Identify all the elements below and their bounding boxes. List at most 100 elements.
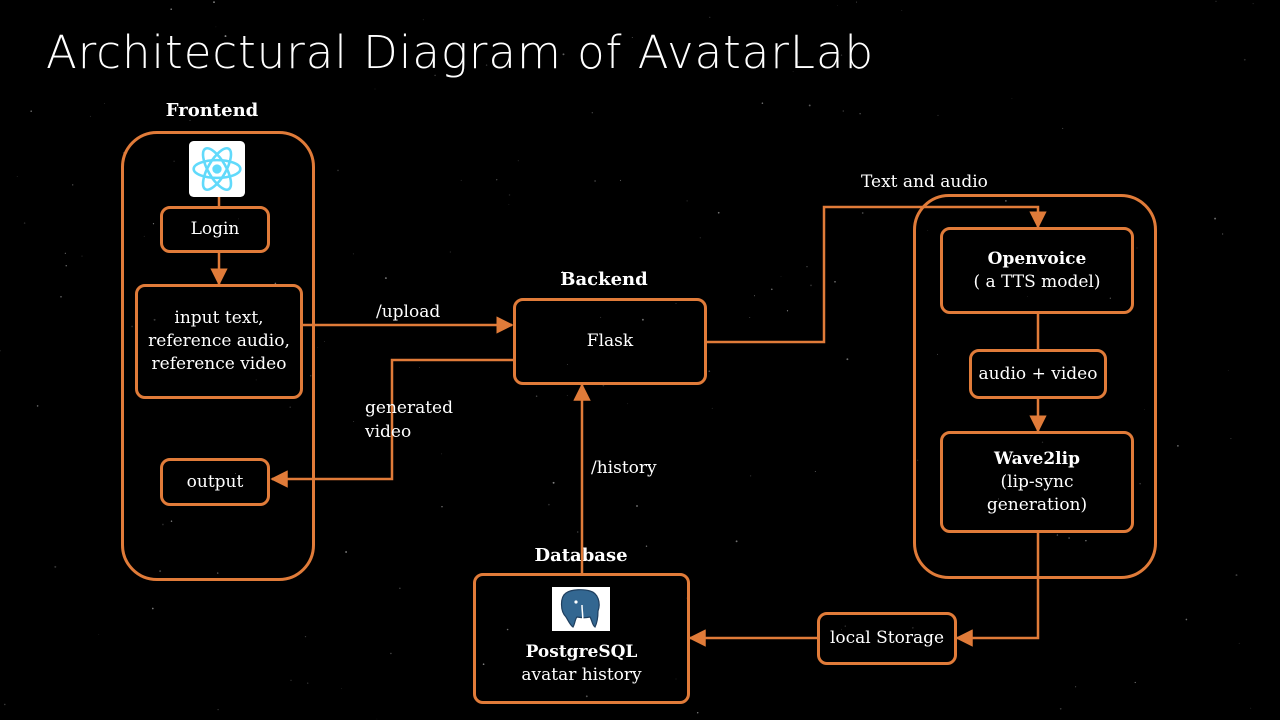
star-dot [1068, 537, 1070, 539]
star-dot [711, 407, 713, 409]
star-dot [98, 634, 100, 635]
star-dot [786, 310, 789, 312]
star-dot [60, 296, 62, 298]
wave2lip-to-storage-arrow [955, 531, 1040, 647]
star-dot [937, 114, 939, 116]
star-dot [844, 625, 846, 627]
output-label: output [186, 471, 244, 492]
star-dot [808, 104, 811, 107]
star-dot [834, 280, 836, 283]
audio-video-box: audio + video [969, 349, 1107, 399]
star-dot [859, 113, 861, 115]
star-dot [699, 237, 701, 239]
star-dot [304, 635, 307, 638]
wave2lip-box: Wave2lip (lip-sync generation) [940, 431, 1134, 533]
star-dot [1011, 97, 1013, 99]
star-dot [585, 695, 588, 698]
star-dot [577, 531, 579, 533]
star-dot [170, 8, 173, 11]
postgresql-elephant-icon [552, 587, 610, 631]
star-dot [1221, 233, 1224, 235]
star-dot [562, 53, 565, 56]
star-dot [384, 277, 387, 280]
star-dot [901, 10, 903, 11]
star-dot [561, 270, 564, 273]
star-dot [399, 587, 401, 589]
star-dot [846, 358, 849, 361]
star-dot [1238, 642, 1240, 644]
star-dot [535, 395, 538, 397]
login-label: Login [190, 219, 240, 239]
star-dot [1005, 200, 1007, 202]
backend-label: Backend [560, 269, 648, 290]
star-dot [434, 74, 436, 77]
model-pipeline-container [913, 194, 1157, 579]
star-dot [806, 266, 808, 268]
star-dot [376, 718, 378, 720]
star-dot [159, 570, 162, 573]
star-dot [770, 288, 773, 291]
star-dot [840, 54, 843, 56]
star-dot [686, 200, 688, 202]
star-dot [780, 276, 782, 278]
star-dot [552, 481, 555, 484]
star-dot [1227, 370, 1229, 371]
star-dot [307, 682, 309, 684]
local-storage-label: local Storage [829, 628, 945, 648]
star-dot [1144, 408, 1145, 410]
star-dot [619, 179, 622, 182]
star-dot [506, 628, 509, 631]
star-dot [594, 180, 596, 182]
star-dot [1230, 438, 1232, 440]
star-dot [30, 110, 32, 112]
star-dot [566, 364, 568, 365]
star-dot [255, 379, 257, 381]
star-dot [810, 284, 812, 287]
star-dot [735, 540, 738, 543]
star-dot [317, 347, 318, 349]
star-dot [1185, 618, 1188, 621]
star-dot [345, 551, 347, 553]
star-dot [496, 179, 498, 181]
star-dot [792, 71, 794, 72]
star-dot [310, 375, 312, 377]
star-dot [937, 353, 938, 355]
star-dot [508, 204, 510, 205]
star-dot [1134, 681, 1136, 684]
postgresql-box: PostgreSQL avatar history [473, 573, 690, 704]
star-dot [1059, 707, 1062, 710]
star-dot [290, 679, 292, 681]
star-dot [352, 253, 354, 255]
star-dot [131, 325, 133, 328]
star-dot [754, 295, 755, 297]
star-dot [422, 19, 424, 21]
star-dot [591, 112, 593, 114]
star-dot [16, 176, 18, 177]
star-dot [104, 103, 105, 104]
star-dot [1062, 127, 1064, 129]
output-box: output [160, 458, 270, 506]
star-dot [36, 405, 39, 407]
star-dot [627, 403, 629, 405]
star-dot [1252, 3, 1254, 5]
star-dot [1215, 0, 1217, 2]
flask-box: Flask [513, 298, 707, 385]
local-storage-box: local Storage [817, 612, 957, 665]
star-dot [4, 703, 6, 706]
star-dot [449, 251, 451, 253]
star-dot [1109, 297, 1111, 299]
star-dot [64, 252, 66, 254]
star-dot [749, 475, 752, 477]
star-dot [341, 688, 342, 689]
star-dot [374, 88, 376, 90]
star-dot [337, 169, 339, 172]
star-dot [1056, 534, 1059, 536]
wave2lip-description-line1: (lip-sync [1000, 471, 1074, 492]
star-dot [1139, 483, 1141, 485]
star-dot [274, 282, 277, 285]
star-dot [1250, 707, 1252, 709]
star-dot [717, 211, 720, 214]
star-dot [566, 395, 568, 396]
star-dot [1136, 247, 1138, 249]
star-dot [485, 64, 488, 66]
